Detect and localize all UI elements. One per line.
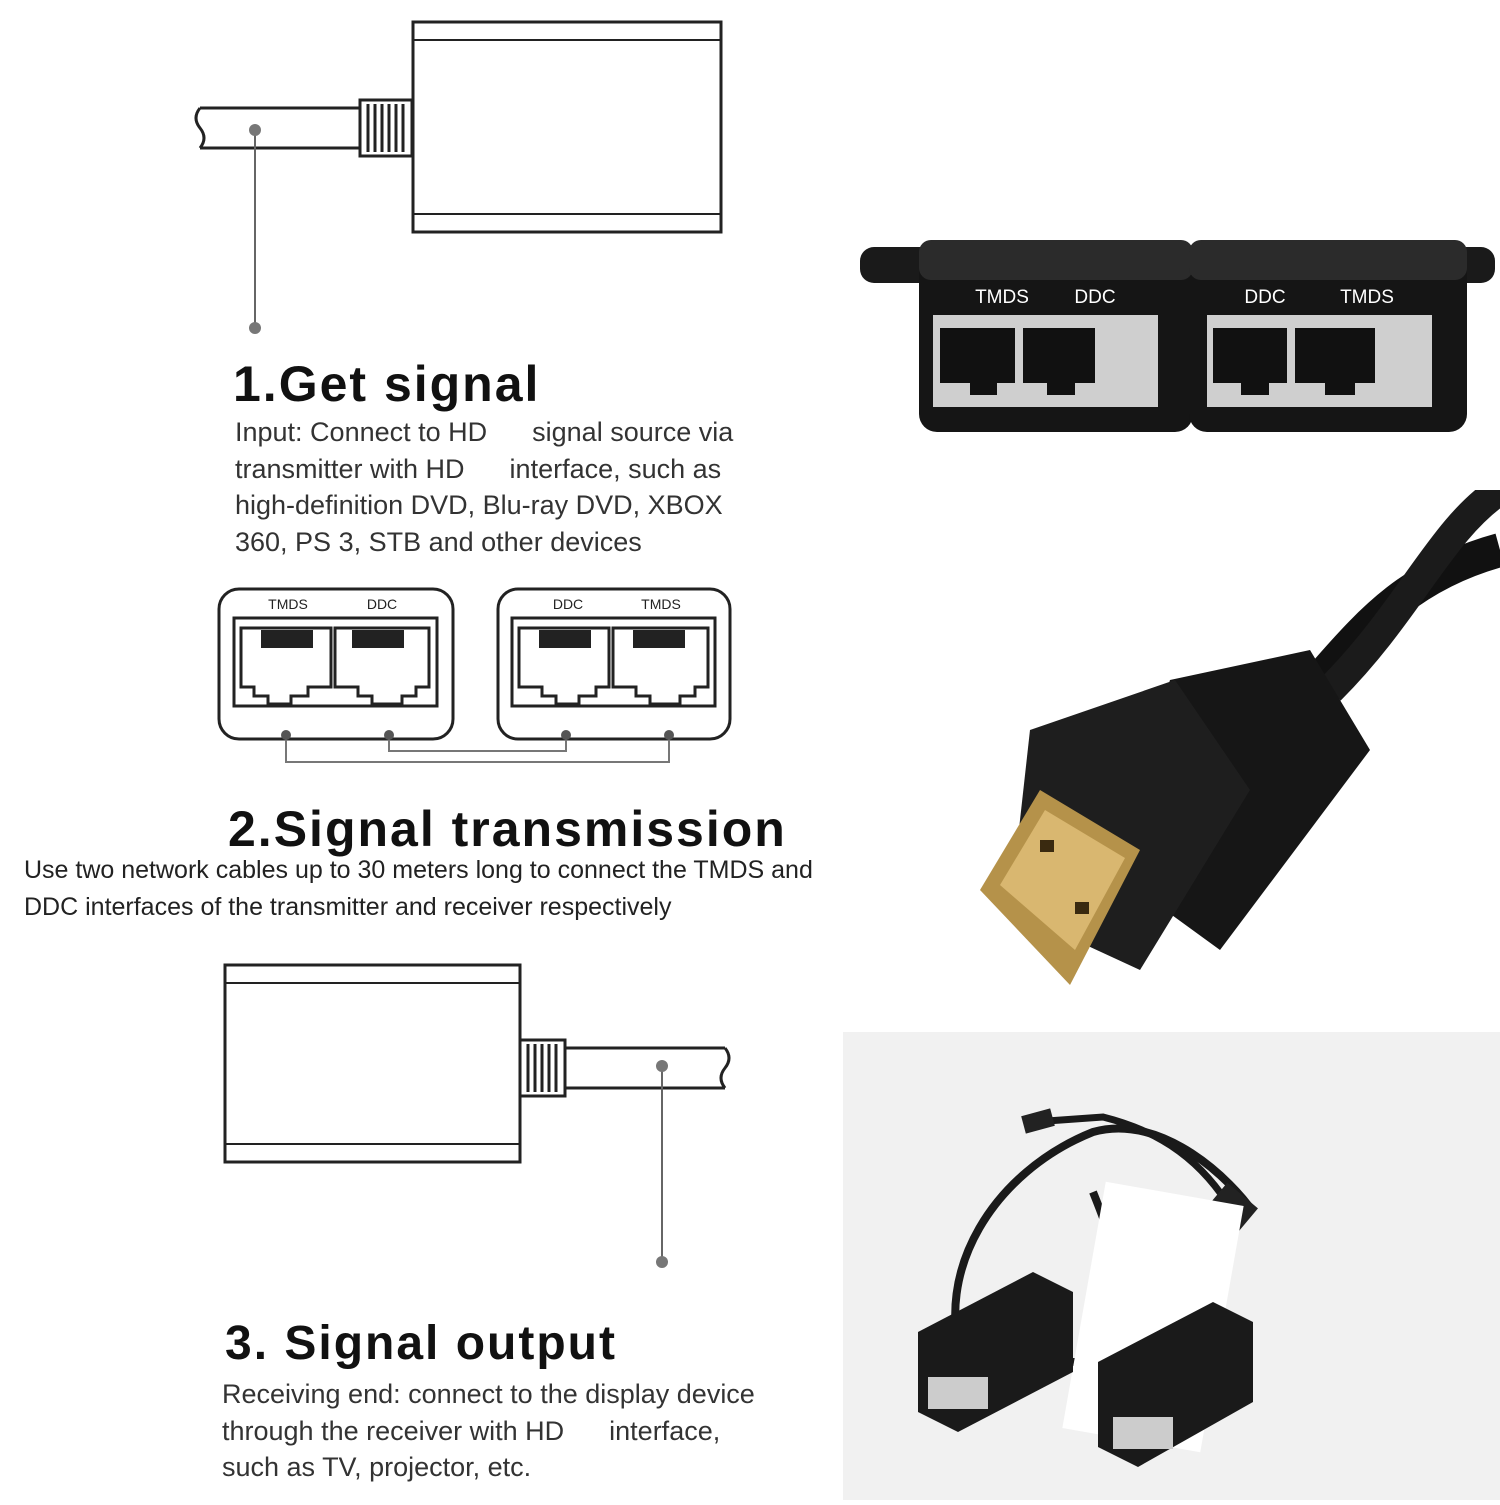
receiver-drawing	[223, 963, 731, 1268]
photo-label-ddc: DDC	[1074, 287, 1115, 308]
diagram-label-tmds: TMDS	[268, 596, 308, 612]
diagram-label-ddc: DDC	[553, 596, 583, 612]
port-connection-diagram: TMDS DDC DDC TMDS	[217, 587, 732, 763]
photo-label-tmds: TMDS	[1340, 287, 1394, 308]
step3-description: Receiving end: connect to the display de…	[222, 1376, 755, 1486]
diagram-label-ddc: DDC	[367, 596, 397, 612]
product-set-illustration	[918, 1108, 1258, 1467]
step1-description: Input: Connect to HD signal source via tr…	[235, 414, 733, 560]
text-line: 360, PS 3, STB and other devices	[235, 526, 642, 557]
text-line: such as TV, projector, etc.	[222, 1452, 532, 1482]
text-line: through the receiver with HD interface,	[222, 1415, 721, 1446]
extender-ports-photo: TMDS DDC DDC TMDS	[860, 240, 1495, 432]
text-line: Input: Connect to HD signal source via	[235, 417, 734, 447]
product-set-photo	[843, 1032, 1500, 1500]
photo-label-ddc: DDC	[1244, 287, 1285, 308]
step2-heading: 2.Signal transmission	[228, 801, 787, 857]
text-line: Receiving end: connect to the display de…	[222, 1379, 755, 1409]
text-line: high-definition DVD, Blu-ray DVD, XBOX	[235, 490, 723, 520]
photo-label-tmds: TMDS	[975, 287, 1029, 308]
hdmi-plug-photo	[980, 490, 1500, 985]
text-line: DDC interfaces of the transmitter and re…	[24, 893, 672, 921]
step3-heading: 3. Signal output	[225, 1317, 617, 1370]
diagram-label-tmds: TMDS	[641, 596, 681, 612]
transmitter-drawing	[194, 20, 723, 334]
text-line: transmitter with HD interface, such as	[235, 453, 722, 484]
text-line: Use two network cables up to 30 meters l…	[24, 856, 813, 884]
step1-heading: 1.Get signal	[233, 356, 541, 412]
step2-description: Use two network cables up to 30 meters l…	[24, 852, 813, 926]
